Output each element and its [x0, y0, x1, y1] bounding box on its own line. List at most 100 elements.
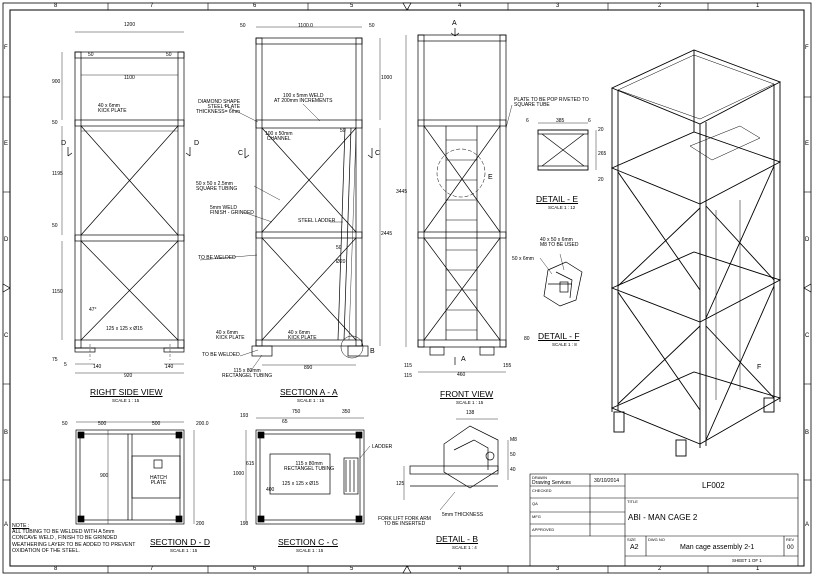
note-line-4: OXIDATION OF THE STEEL.: [12, 547, 80, 554]
zone-bottom-2: 2: [658, 566, 662, 572]
zone-ticks: [3, 3, 811, 573]
dim-aa-2445: 2445: [381, 231, 393, 237]
section-marker-a-bottom: A: [461, 356, 466, 363]
label-aa-square-tubing: 50 x 50 x 2.5mm SQUARE TUBING: [196, 181, 238, 192]
tb-approved-label: APPROVED: [532, 527, 555, 532]
dim-rs-1200: 1200: [124, 22, 136, 28]
note-line-2: CONCAVE WELD , FINISH TO BE GRINDED: [12, 535, 118, 542]
label-cc-ladder: LADDER: [372, 444, 393, 450]
centering-mark-top: [402, 2, 412, 11]
zone-bottom-1: 1: [756, 566, 760, 572]
dim-cc-400: 400: [266, 487, 275, 493]
zone-bottom-7: 7: [150, 566, 154, 572]
scale-right-side-view: SCALE 1 : 15: [112, 398, 140, 403]
label-df-50x6: 50 x 6mm: [512, 256, 534, 262]
dim-cc-615: 615: [246, 461, 255, 467]
zone-bottom-8: 8: [54, 566, 58, 572]
detail-marker-f: F: [757, 364, 762, 371]
dim-fv-3445: 3445: [396, 189, 408, 195]
note-heading: NOTE :: [12, 523, 30, 529]
centering-mark-bottom: [402, 565, 412, 574]
zone-top-6: 6: [253, 3, 257, 9]
section-c-c-view: [245, 417, 371, 525]
general-note: NOTE : ALL TUBING TO BE WELDED WITH A 5m…: [12, 523, 162, 554]
detail-marker-b: B: [370, 348, 375, 355]
title-section-c-c: SECTION C - C: [278, 537, 338, 547]
dim-aa-59: 59: [340, 128, 346, 134]
inner-border: [9, 9, 805, 567]
tb-rev: 00: [787, 545, 794, 551]
tb-title: ABI - MAN CAGE 2: [628, 513, 698, 522]
dim-db-40: 40: [510, 467, 516, 473]
dim-dd-900: 900: [100, 473, 109, 479]
zone-bottom-6: 6: [253, 566, 257, 572]
front-view: [405, 28, 513, 373]
dim-rs-50d: 50: [52, 223, 58, 229]
tb-drawn-label: DRAWN: [532, 475, 547, 480]
zone-right-f: F: [805, 45, 809, 51]
dim-aa-1000: 1000: [381, 75, 393, 81]
zone-left-b: B: [4, 430, 9, 436]
section-d-d-view: [75, 421, 195, 525]
label-aa-to-be-welded-base: TO BE WELDED: [202, 352, 240, 358]
tb-rev-label: REV: [786, 537, 795, 542]
label-db-forklift: FORK LIFT FORK ARM TO BE INSERTED: [378, 516, 431, 527]
dim-rs-5: 5: [64, 362, 67, 368]
tb-date: 30/10/2014: [594, 478, 620, 484]
label-cc-rect-tubing: 115 x 80mm RECTANGEL TUBING: [284, 461, 335, 472]
dim-dd-500a: 500: [98, 421, 107, 427]
scale-section-a-a: SCALE 1 : 15: [297, 398, 325, 403]
zone-top-5: 5: [350, 3, 354, 9]
dim-dd-200b: 200: [196, 521, 205, 527]
label-aa-kick-plate-left: 40 x 6mm KICK PLATE: [216, 330, 245, 341]
scale-detail-b: SCALE 1 : 4: [452, 545, 477, 550]
tb-drawn-by: Drawing Services: [532, 480, 571, 486]
dim-rs-75: 75: [52, 357, 58, 363]
scale-detail-f: SCALE 1 : 8: [552, 342, 577, 347]
section-marker-a-top: A: [452, 20, 457, 27]
dim-dd-200a: 200.0: [196, 421, 209, 427]
dim-dd-50: 50: [62, 421, 68, 427]
zone-right-c: C: [805, 333, 810, 339]
detail-e-view: [537, 122, 597, 171]
scale-section-c-c: SCALE 1 : 15: [296, 548, 324, 553]
zone-top-8: 8: [54, 3, 58, 9]
zone-top-3: 3: [556, 3, 560, 9]
scale-front-view: SCALE 1 : 15: [456, 400, 484, 405]
dim-rs-1195: 1195: [52, 171, 63, 177]
dim-de-265: 265: [598, 151, 607, 157]
label-aa-weld-finish: 5mm WELD FINISH - GRINDED: [210, 205, 254, 216]
zone-right-d: D: [805, 237, 810, 243]
title-detail-e: DETAIL - E: [536, 194, 579, 204]
tb-mfg-label: MFG: [532, 514, 541, 519]
dim-rs-50a: 50: [88, 52, 94, 58]
centering-mark-left: [2, 283, 11, 293]
dim-de-20a: 20: [598, 127, 604, 133]
title-section-a-a: SECTION A - A: [280, 387, 338, 397]
dim-cc-750: 750: [292, 409, 301, 415]
section-marker-d-left: D: [61, 140, 67, 147]
label-aa-diamond-plate: DIAMOND SHAPE STEEL PLATE THICKNESS= 6mm: [196, 99, 241, 115]
dim-rs-47: 47°: [89, 307, 97, 313]
zone-left-e: E: [4, 141, 9, 147]
title-section-d-d: SECTION D - D: [150, 537, 210, 547]
tb-dwg-no: Man cage assembly 2-1: [680, 544, 755, 551]
right-side-view: [61, 31, 191, 374]
section-a-a-view: [199, 26, 381, 373]
dim-aa-50a: 50: [240, 23, 246, 29]
dim-rs-1100: 1100: [124, 75, 135, 81]
zone-top-1: 1: [756, 3, 760, 9]
tb-qa-label: QA: [532, 501, 538, 506]
zone-right-e: E: [805, 141, 810, 147]
dim-fv-115b: 115: [404, 373, 412, 379]
zone-bottom-3: 3: [556, 566, 560, 572]
dim-rs-50c: 50: [52, 120, 58, 126]
title-front-view: FRONT VIEW: [440, 389, 494, 399]
zone-right-b: B: [805, 430, 810, 436]
dim-de-385: 385: [556, 118, 565, 124]
dim-rs-920: 920: [124, 373, 133, 379]
label-rs-base-plate: 125 x 125 x Ø15: [106, 326, 143, 332]
